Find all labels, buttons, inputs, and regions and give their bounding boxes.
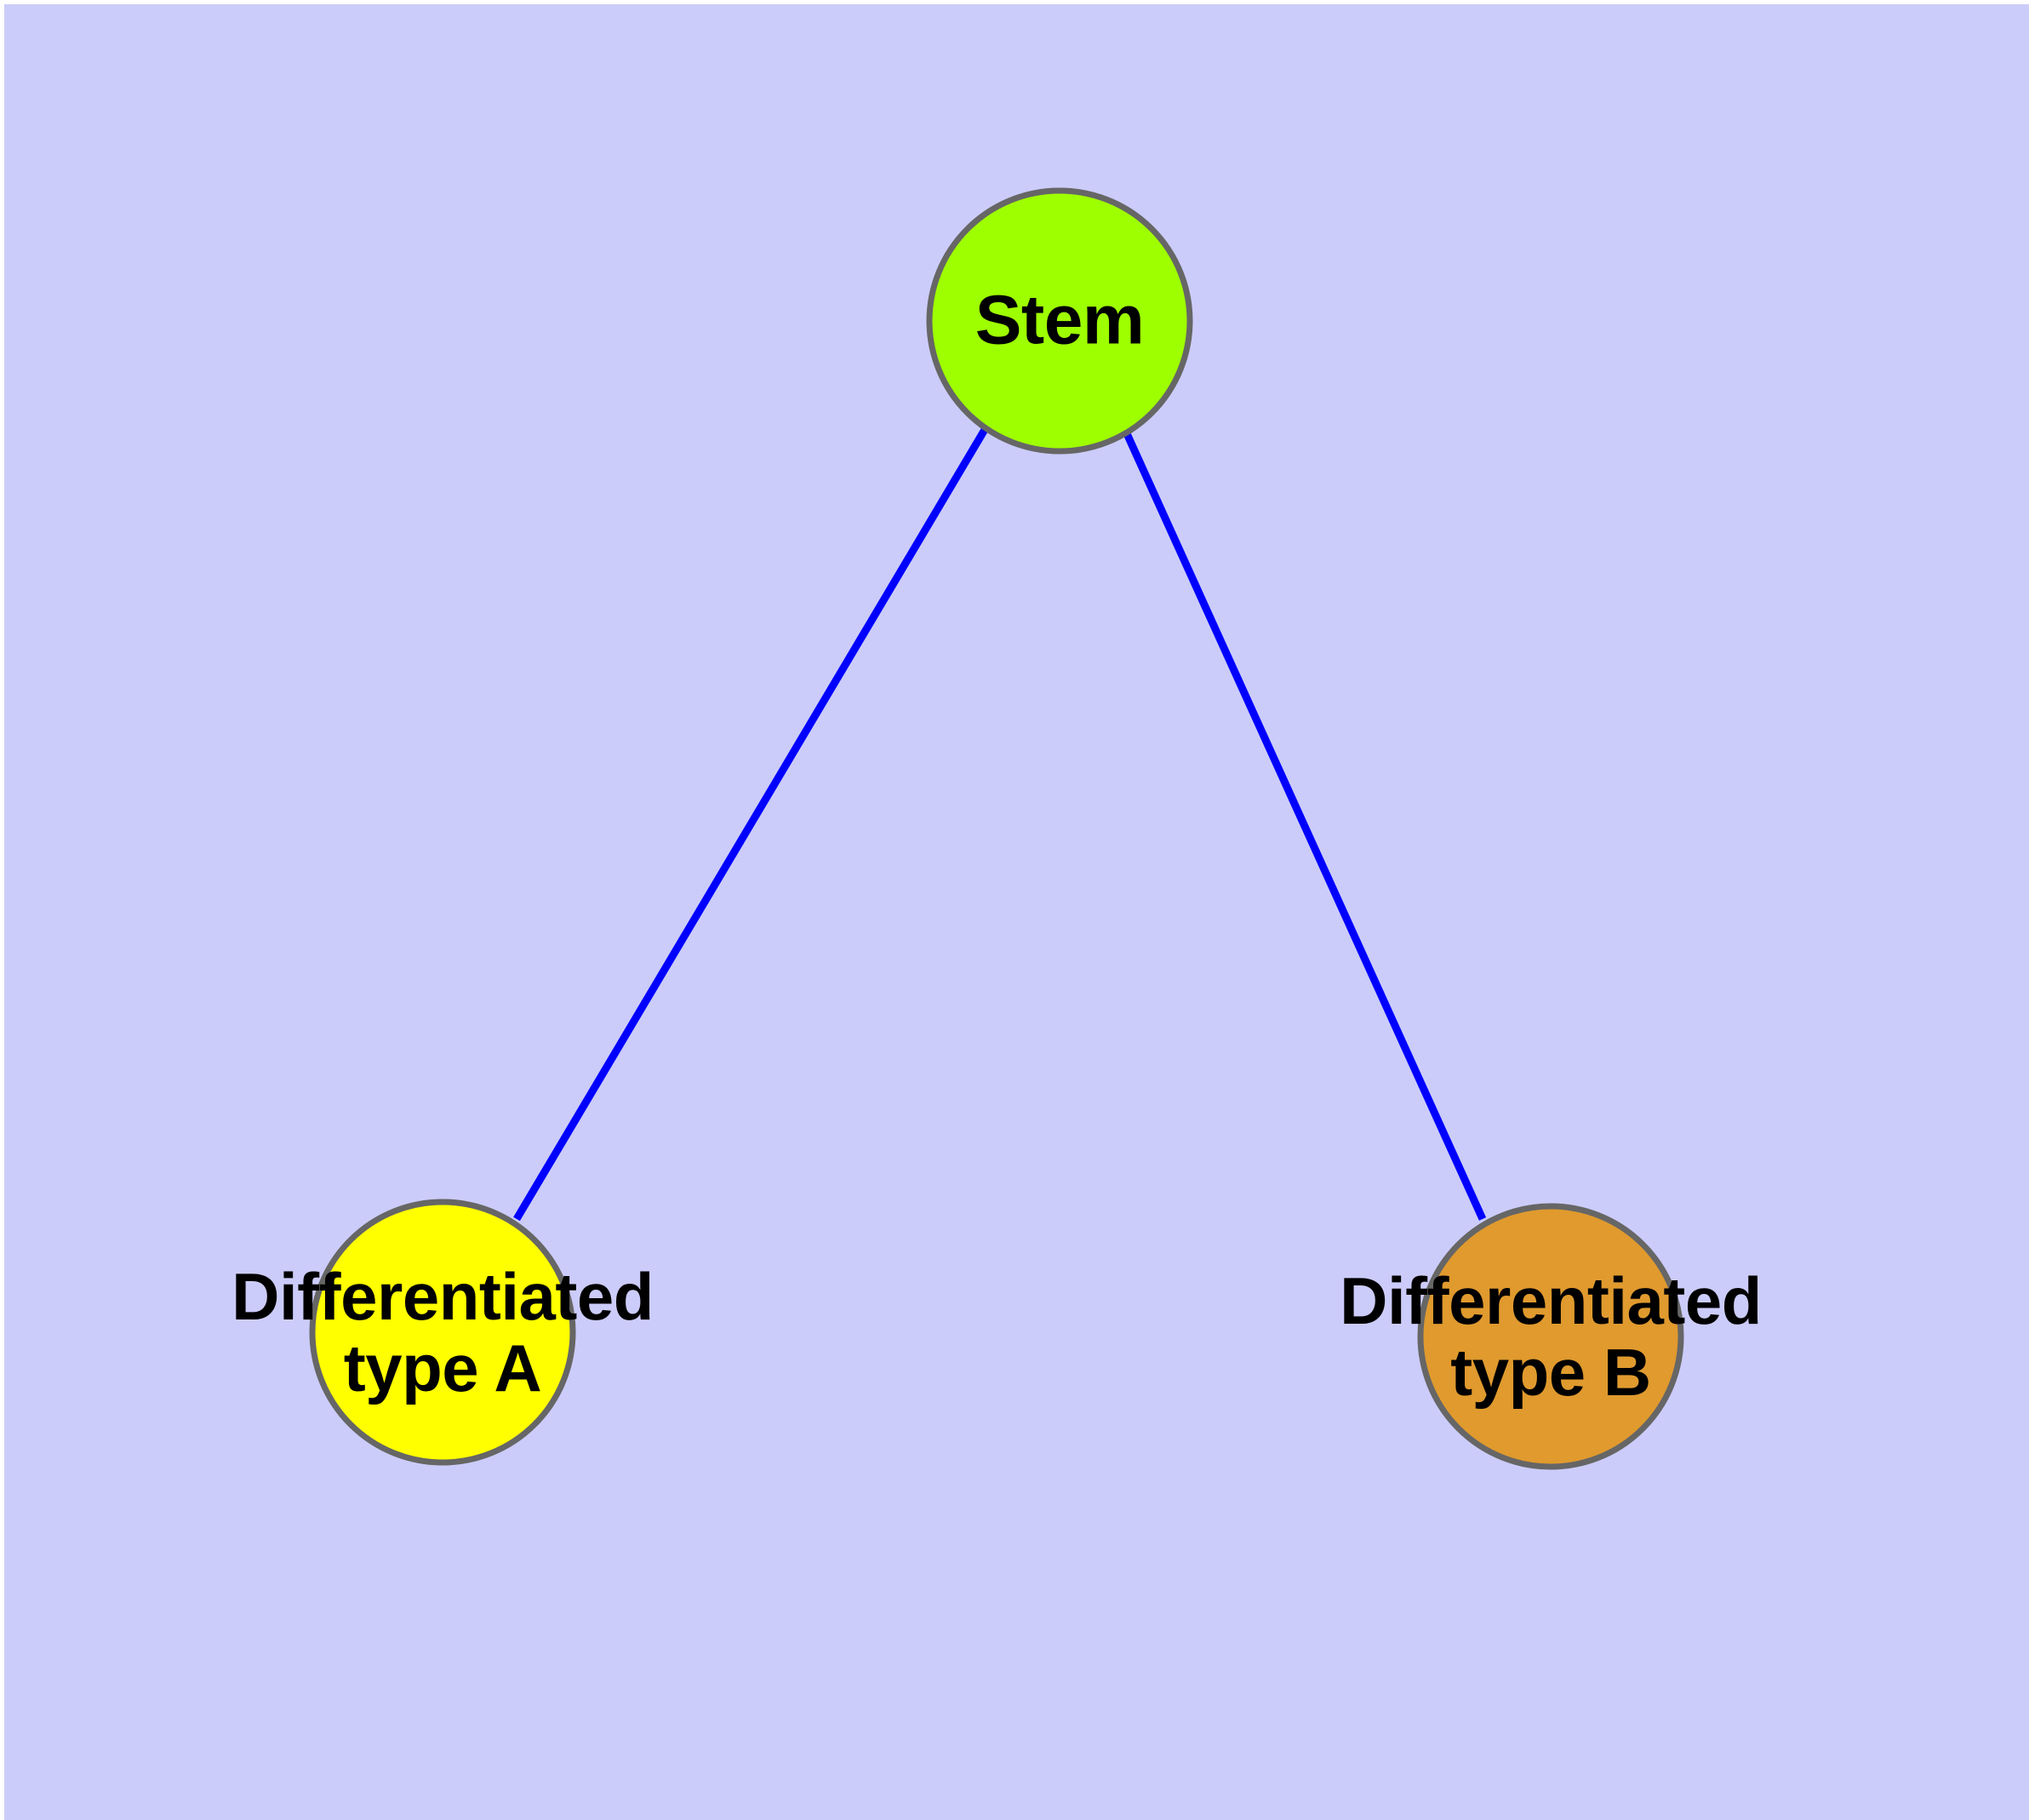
edge-stem-to-diff-a	[513, 426, 989, 1222]
node-stem[interactable]	[926, 187, 1193, 455]
edge-stem-to-diff-b	[1121, 428, 1487, 1221]
graph-surface: Stem Differentiated type A Differentiate…	[4, 4, 2029, 1820]
node-layer	[309, 187, 1684, 1470]
graph-svg	[309, 187, 1684, 1470]
node-differentiated-type-a[interactable]	[309, 1199, 576, 1466]
node-differentiated-type-b[interactable]	[1417, 1203, 1684, 1470]
edge-layer	[513, 426, 1487, 1222]
